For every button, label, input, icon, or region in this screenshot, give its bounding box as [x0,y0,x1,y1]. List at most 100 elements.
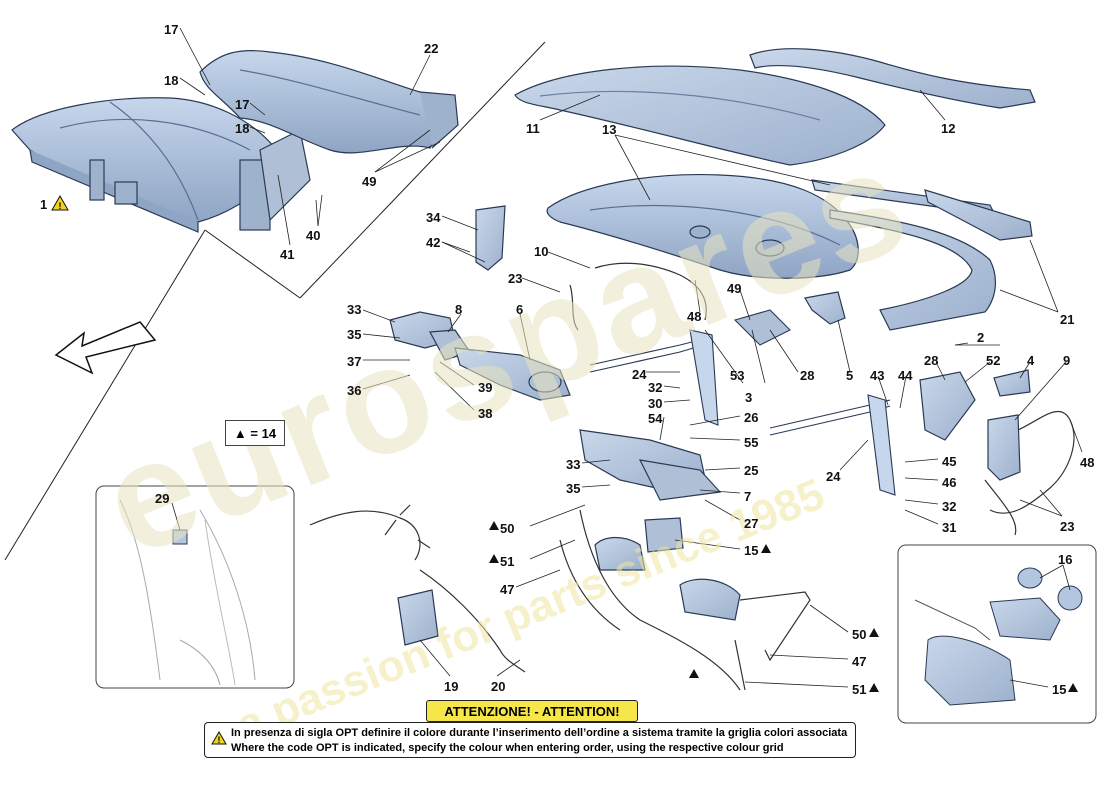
callout-26: 26 [744,410,759,425]
callout-21: 21 [1060,312,1075,327]
inset-frame [4,41,546,561]
part-rail-12 [749,48,1036,109]
callout-32a: 32 [648,380,663,395]
callout-20: 20 [491,679,506,694]
callout-35a: 35 [347,327,362,342]
callout-16: 16 [1058,552,1073,567]
callout-49b: 49 [727,281,742,296]
callout-33a: 33 [347,302,362,317]
svg-text:!: ! [218,735,221,745]
callout-50b: 50 [852,627,867,642]
callout-10: 10 [534,244,549,259]
callout-47b: 47 [852,654,867,669]
callout-11: 11 [526,121,540,136]
part-linkage-24 [769,394,896,496]
callout-27: 27 [744,516,759,531]
part-headliner-13 [546,173,859,279]
part-hinge-2 [919,371,976,441]
attention-line-en: Where the code OPT is indicated, specify… [231,742,784,754]
part-linkage-3 [589,309,791,426]
callout-23b: 23 [1060,519,1075,534]
callout-48b: 48 [1080,455,1095,470]
callout-40: 40 [306,228,321,243]
attention-title: ATTENZIONE! - ATTENTION! [426,700,638,722]
warning-icon: ! [211,731,227,745]
callout-44: 44 [898,368,913,383]
inset-box-29 [95,485,295,689]
callout-18a: 18 [164,73,179,88]
callout-45: 45 [942,454,957,469]
callout-34: 34 [426,210,441,225]
callout-24b: 24 [826,469,841,484]
callout-49a: 49 [362,174,377,189]
triangle-marker-icon [489,521,1078,692]
hose-23-right [984,410,1075,536]
callout-42: 42 [426,235,441,250]
callout-29: 29 [155,491,170,506]
part-bracket-4 [993,369,1031,397]
callout-13: 13 [602,122,617,137]
part-roof-folded [199,50,459,154]
callout-9: 9 [1063,353,1071,368]
callout-18b: 18 [235,121,250,136]
callout-43: 43 [870,368,885,383]
callout-22: 22 [424,41,439,56]
legend-box: ▲ = 14 [225,420,285,446]
leader-lines [171,27,1083,688]
callout-6: 6 [516,302,524,317]
part-bracket-34 [475,205,506,271]
callout-51a: 51 [500,554,515,569]
part-pump-9 [987,414,1021,481]
part-roof-closed [11,97,311,233]
direction-arrow-icon [54,321,157,375]
callout-24a: 24 [632,367,647,382]
part-module-19 [397,589,439,646]
hose-10 [569,262,707,331]
callout-19: 19 [444,679,459,694]
callout-2: 2 [977,330,985,345]
callout-47a: 47 [500,582,515,597]
part-bracket-5 [804,291,846,325]
callout-12: 12 [941,121,956,136]
callout-36: 36 [347,383,362,398]
callout-25: 25 [744,463,759,478]
legend-text: ▲ = 14 [233,425,277,441]
wiring-20 [309,504,526,673]
callout-28a: 28 [800,368,815,383]
callout-50a: 50 [500,521,515,536]
part-roof-panel-11 [514,65,886,166]
callout-54: 54 [648,411,663,426]
callout-52: 52 [986,353,1001,368]
callout-7: 7 [744,489,752,504]
attention-box: ! In presenza di sigla OPT definire il c… [204,722,856,758]
callout-53: 53 [730,368,745,383]
callout-3: 3 [745,390,753,405]
part-mechanism-25 [579,429,722,501]
callout-8: 8 [455,302,463,317]
callout-35b: 35 [566,481,581,496]
callout-15b: 15 [1052,682,1067,697]
hose-lower [559,509,811,691]
callout-5: 5 [846,368,854,383]
callout-33b: 33 [566,457,581,472]
part-motor-6 [454,347,571,401]
callout-15a: 15 [744,543,759,558]
callout-46: 46 [942,475,957,490]
callout-17b: 17 [235,97,250,112]
inset-box-16 [897,544,1097,724]
callout-37: 37 [347,354,362,369]
callout-1: 1 [40,197,48,212]
attention-title-text: ATTENZIONE! - ATTENTION! [444,703,620,719]
callout-17a: 17 [164,22,179,37]
callout-28b: 28 [924,353,939,368]
callout-30: 30 [648,396,663,411]
callout-32b: 32 [942,499,957,514]
callout-38: 38 [478,406,493,421]
callout-39: 39 [478,380,493,395]
callout-51b: 51 [852,682,867,697]
part-cylinder-15 [594,517,741,621]
attention-line-it: In presenza di sigla OPT definire il col… [231,727,848,739]
callout-48a: 48 [687,309,702,324]
